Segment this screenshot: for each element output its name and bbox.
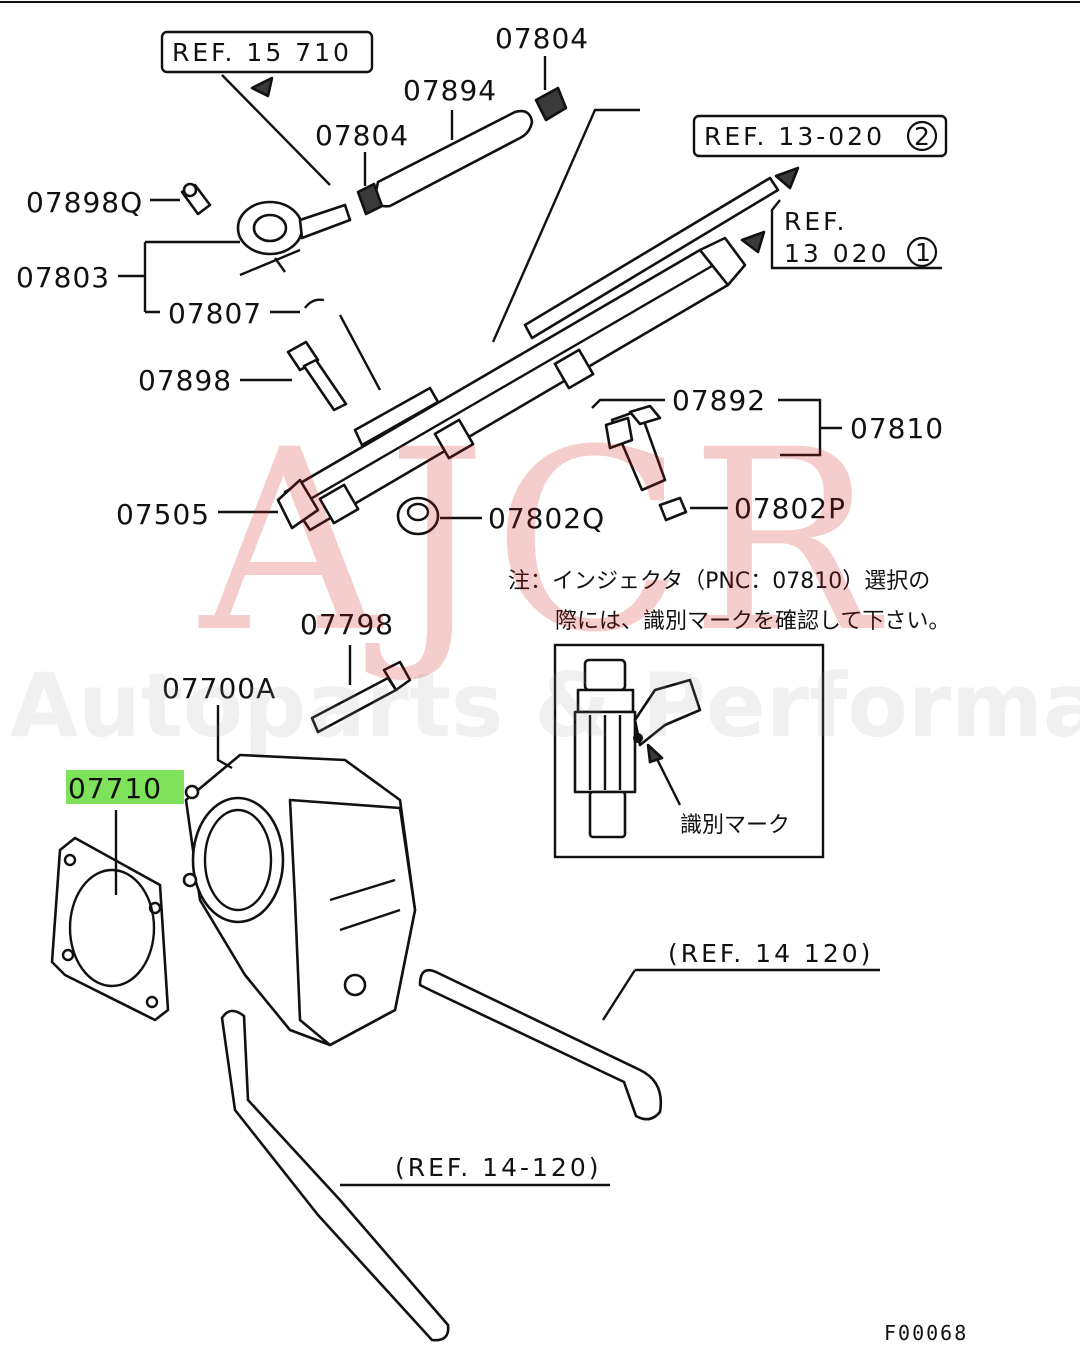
gasket-07710-part[interactable] (50, 836, 170, 1022)
o-ring-07807-part[interactable] (304, 298, 325, 309)
bolt-07798-part[interactable] (310, 660, 412, 734)
inset-id-mark-label: 識別マーク (680, 813, 790, 838)
part-label-07894[interactable]: 07894 (403, 74, 497, 107)
ref-13-020-1-circle-number: 1 (915, 238, 934, 267)
ref-13-020-1-label-line1[interactable]: REF. (784, 207, 847, 236)
part-label-07505[interactable]: 07505 (116, 498, 210, 531)
note-line-2: 際には、識別マークを確認して下さい。 (555, 609, 950, 634)
inset-injector-drawing (573, 658, 702, 839)
hose-ref-14-120-left[interactable] (220, 1009, 450, 1342)
ref-13-020-1-bracket (770, 199, 942, 270)
ref-13-020-2-label[interactable]: REF. 13-020 (704, 122, 885, 151)
circle-2-mark (906, 120, 938, 152)
fuel-pressure-regulator-part[interactable] (236, 200, 352, 277)
ref-13-020-2-circle-number: 2 (914, 122, 933, 151)
part-label-07802p[interactable]: 07802P (734, 492, 846, 525)
part-label-07892[interactable]: 07892 (672, 384, 766, 417)
part-label-07802q[interactable]: 07802Q (488, 502, 605, 535)
hose-ref-14-120-right[interactable] (418, 968, 663, 1121)
watermark-brand: AJCR (198, 396, 885, 687)
ref-15-710-box (160, 30, 374, 74)
part-label-07810[interactable]: 07810 (850, 412, 944, 445)
part-label-07710-highlight (66, 770, 184, 804)
bolt-07898-part[interactable] (286, 340, 348, 412)
inset-arrow (653, 754, 682, 806)
inset-arrow-head (646, 743, 664, 764)
injector-id-mark-inset (553, 643, 825, 859)
ref-14-120-right-label[interactable]: (REF. 14 120) (668, 939, 873, 968)
ref-13-020-2-box (692, 114, 948, 158)
ref-15-710-label[interactable]: REF. 15 710 (172, 38, 352, 67)
return-pipe-part[interactable] (523, 176, 780, 340)
ref-13-020-1-label-line2[interactable]: 13 020 (784, 239, 889, 268)
circle-1-mark (906, 236, 938, 268)
arrow-ref-15-710 (250, 76, 274, 98)
part-label-07710[interactable]: 07710 (68, 772, 162, 805)
part-label-07804-top[interactable]: 07804 (495, 22, 589, 55)
clamp-07804-mid-part[interactable] (356, 182, 384, 216)
clamp-07804-top-part[interactable] (534, 86, 568, 122)
throttle-body-part[interactable] (182, 753, 417, 1047)
fuel-rail-part[interactable] (276, 236, 747, 532)
ref-14-120-left-label[interactable]: (REF. 14-120) (395, 1153, 601, 1182)
injector-07810-part[interactable] (604, 404, 667, 492)
watermark-tagline: Autoparts & Performance (10, 654, 1080, 757)
insulator-07802q-part[interactable] (396, 496, 440, 536)
seal-07802p-part[interactable] (658, 496, 688, 522)
arrow-ref-13-020-2 (774, 166, 800, 190)
part-label-07898q[interactable]: 07898Q (26, 186, 143, 219)
part-label-07898[interactable]: 07898 (138, 364, 232, 397)
figure-code: F00068 (884, 1321, 968, 1345)
part-label-07700a[interactable]: 07700A (162, 672, 276, 705)
fitting-07898q-part[interactable] (180, 182, 212, 216)
part-label-07803[interactable]: 07803 (16, 261, 110, 294)
part-label-07807[interactable]: 07807 (168, 297, 262, 330)
part-label-07798[interactable]: 07798 (300, 608, 394, 641)
note-line-1: 注：インジェクタ（PNC：07810）選択の (508, 569, 930, 594)
leader-lines (114, 56, 880, 1187)
part-label-07804-mid[interactable]: 07804 (315, 119, 409, 152)
arrow-ref-13-020-1 (740, 230, 766, 254)
